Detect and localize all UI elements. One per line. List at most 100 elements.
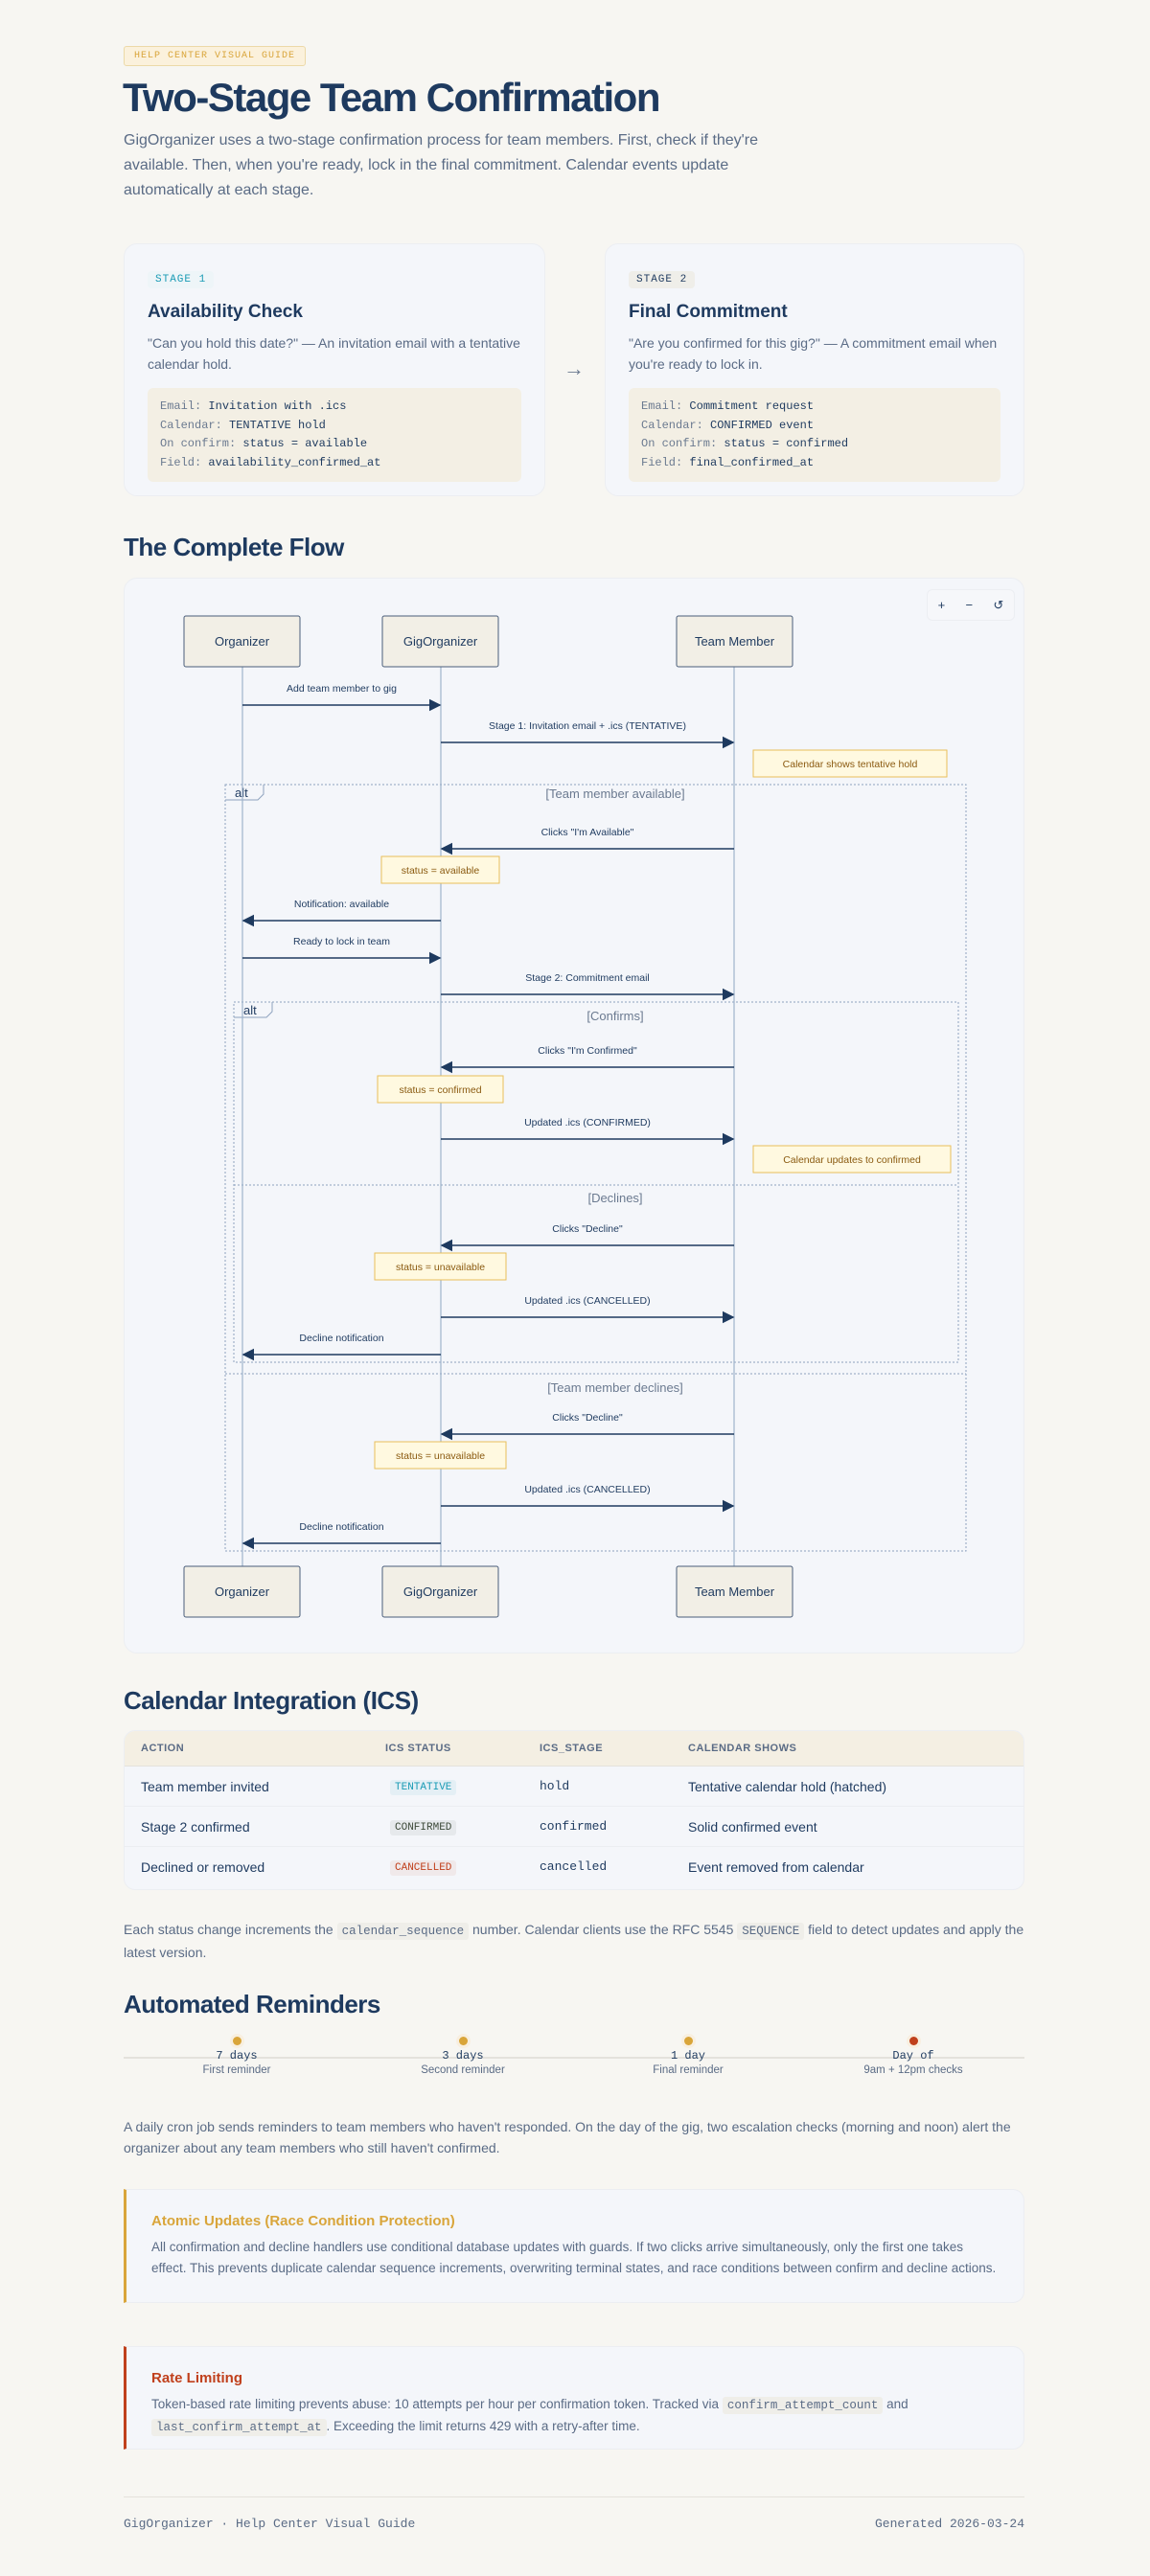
- rate-title: Rate Limiting: [151, 2370, 243, 2386]
- guard-label: [Team member declines]: [547, 1380, 683, 1395]
- ics-table: ACTION ICS STATUS ICS_STAGE CALENDAR SHO…: [124, 1730, 1024, 1890]
- stage-1-text: "Can you hold this date?" — An invitatio…: [148, 335, 520, 372]
- calendar-heading: Calendar Integration (ICS): [124, 1686, 419, 1715]
- actor-box: [183, 1565, 301, 1618]
- sequence-note: Each status change increments the calend…: [124, 1922, 1024, 1960]
- cell-action: Stage 2 confirmed: [141, 1819, 250, 1835]
- note-box: [374, 1252, 507, 1281]
- message-label: Clicks "Decline": [552, 1412, 623, 1424]
- col-action: ACTION: [141, 1743, 185, 1754]
- note-label: Calendar updates to confirmed: [783, 1154, 921, 1166]
- atomic-updates-callout: Atomic Updates (Race Condition Protectio…: [124, 2189, 1024, 2303]
- message-label: Notification: available: [294, 899, 389, 910]
- message-label: Clicks "I'm Available": [541, 827, 634, 838]
- cell-stage: cancelled: [540, 1859, 608, 1874]
- alt-tab: [234, 1002, 273, 1018]
- sequence-svg: alt alt [Team member available] [Confirms] […: [183, 615, 967, 1618]
- arrow-right-icon: →: [564, 356, 585, 380]
- help-center-badge: HELP CENTER VISUAL GUIDE: [124, 46, 307, 66]
- cell-stage: confirmed: [540, 1819, 608, 1834]
- zoom-in-button[interactable]: +: [937, 598, 946, 612]
- stage-2-title: Final Commitment: [629, 302, 788, 322]
- actor-box: [183, 615, 301, 668]
- table-header: ACTION ICS STATUS ICS_STAGE CALENDAR SHO…: [125, 1731, 1024, 1767]
- cell-stage: hold: [540, 1779, 570, 1793]
- rate-text: Token-based rate limiting prevents abuse…: [151, 2397, 908, 2436]
- actor-label: Organizer: [215, 634, 270, 649]
- diagram-controls: + − ↺: [927, 589, 1015, 621]
- actor-box: [381, 1565, 499, 1618]
- alt-label: alt: [243, 1003, 257, 1017]
- zoom-out-button[interactable]: −: [965, 598, 974, 612]
- note-box: [752, 1145, 952, 1174]
- stage-2-text: "Are you confirmed for this gig?" — A co…: [629, 335, 998, 372]
- note-label: status = unavailable: [396, 1450, 485, 1462]
- guard-label: [Team member available]: [545, 786, 684, 801]
- note-label: status = available: [402, 865, 480, 877]
- note-box: [752, 749, 948, 778]
- status-badge: TENTATIVE: [390, 1780, 457, 1795]
- table-row: Stage 2 confirmed CONFIRMED confirmed So…: [125, 1807, 1024, 1847]
- cell-shows: Solid confirmed event: [688, 1819, 817, 1835]
- actor-label: GigOrganizer: [403, 1584, 478, 1599]
- message-label: Updated .ics (CANCELLED): [524, 1295, 650, 1307]
- footer: GigOrganizer · Help Center Visual Guide …: [124, 2496, 1024, 2531]
- stage-2-card: STAGE 2 Final Commitment "Are you confir…: [605, 243, 1024, 496]
- cell-action: Team member invited: [141, 1779, 269, 1794]
- page-title: Two-Stage Team Confirmation: [123, 75, 660, 120]
- alt-tab: [225, 785, 264, 801]
- stage-2-tag: STAGE 2: [629, 271, 696, 288]
- table-row: Declined or removed CANCELLED cancelled …: [125, 1847, 1024, 1887]
- message-label: Decline notification: [299, 1521, 383, 1533]
- timeline-dot: [909, 2037, 918, 2045]
- atomic-text: All confirmation and decline handlers us…: [151, 2240, 997, 2275]
- atomic-title: Atomic Updates (Race Condition Protectio…: [151, 2213, 455, 2229]
- message-label: Decline notification: [299, 1333, 383, 1344]
- message-label: Clicks "Decline": [552, 1223, 623, 1235]
- timeline-dot: [459, 2037, 468, 2045]
- status-badge: CONFIRMED: [390, 1820, 457, 1835]
- reminders-text: A daily cron job sends reminders to team…: [124, 2119, 1011, 2155]
- note-box: [374, 1441, 507, 1470]
- timeline-dot: [684, 2037, 693, 2045]
- actor-label: Team Member: [695, 634, 775, 649]
- table-row: Team member invited TENTATIVE hold Tenta…: [125, 1767, 1024, 1807]
- rate-limiting-callout: Rate Limiting Token-based rate limiting …: [124, 2346, 1024, 2450]
- alt-frame: [224, 784, 967, 1552]
- page-description: GigOrganizer uses a two-stage confirmati…: [124, 132, 758, 198]
- actor-label: GigOrganizer: [403, 634, 478, 649]
- timeline-line: [124, 2057, 1024, 2059]
- alt-label: alt: [235, 786, 248, 800]
- col-ics-stage: ICS_STAGE: [540, 1743, 604, 1754]
- stage-1-title: Availability Check: [148, 302, 303, 322]
- footer-right: Generated 2026-03-24: [874, 2517, 1024, 2531]
- reminders-heading: Automated Reminders: [124, 1990, 380, 2018]
- stage-1-details: Email: Invitation with .ics Calendar: TE…: [148, 388, 521, 482]
- timeline-dot: [233, 2037, 242, 2045]
- actor-label: Organizer: [215, 1584, 270, 1599]
- stage-2-details: Email: Commitment request Calendar: CONF…: [629, 388, 1000, 482]
- cell-shows: Event removed from calendar: [688, 1859, 864, 1875]
- guard-label: [Confirms]: [586, 1009, 643, 1023]
- footer-left: GigOrganizer · Help Center Visual Guide: [124, 2517, 416, 2531]
- message-label: Ready to lock in team: [293, 936, 390, 947]
- guard-label: [Declines]: [587, 1191, 642, 1205]
- cell-shows: Tentative calendar hold (hatched): [688, 1779, 887, 1794]
- cell-action: Declined or removed: [141, 1859, 265, 1875]
- actor-box: [676, 615, 794, 668]
- stage-1-tag: STAGE 1: [148, 271, 215, 288]
- message-label: Add team member to gig: [287, 683, 397, 695]
- message-label: Updated .ics (CONFIRMED): [524, 1117, 651, 1128]
- message-label: Updated .ics (CANCELLED): [524, 1484, 650, 1495]
- col-ics-status: ICS STATUS: [385, 1743, 451, 1754]
- flow-heading: The Complete Flow: [124, 533, 344, 561]
- alt-frame: [233, 1001, 959, 1363]
- actor-label: Team Member: [695, 1584, 775, 1599]
- reset-view-icon[interactable]: ↺: [993, 597, 1004, 612]
- message-label: Clicks "I'm Confirmed": [538, 1045, 637, 1057]
- note-label: Calendar shows tentative hold: [783, 759, 918, 770]
- note-label: status = unavailable: [396, 1262, 485, 1273]
- actor-box: [676, 1565, 794, 1618]
